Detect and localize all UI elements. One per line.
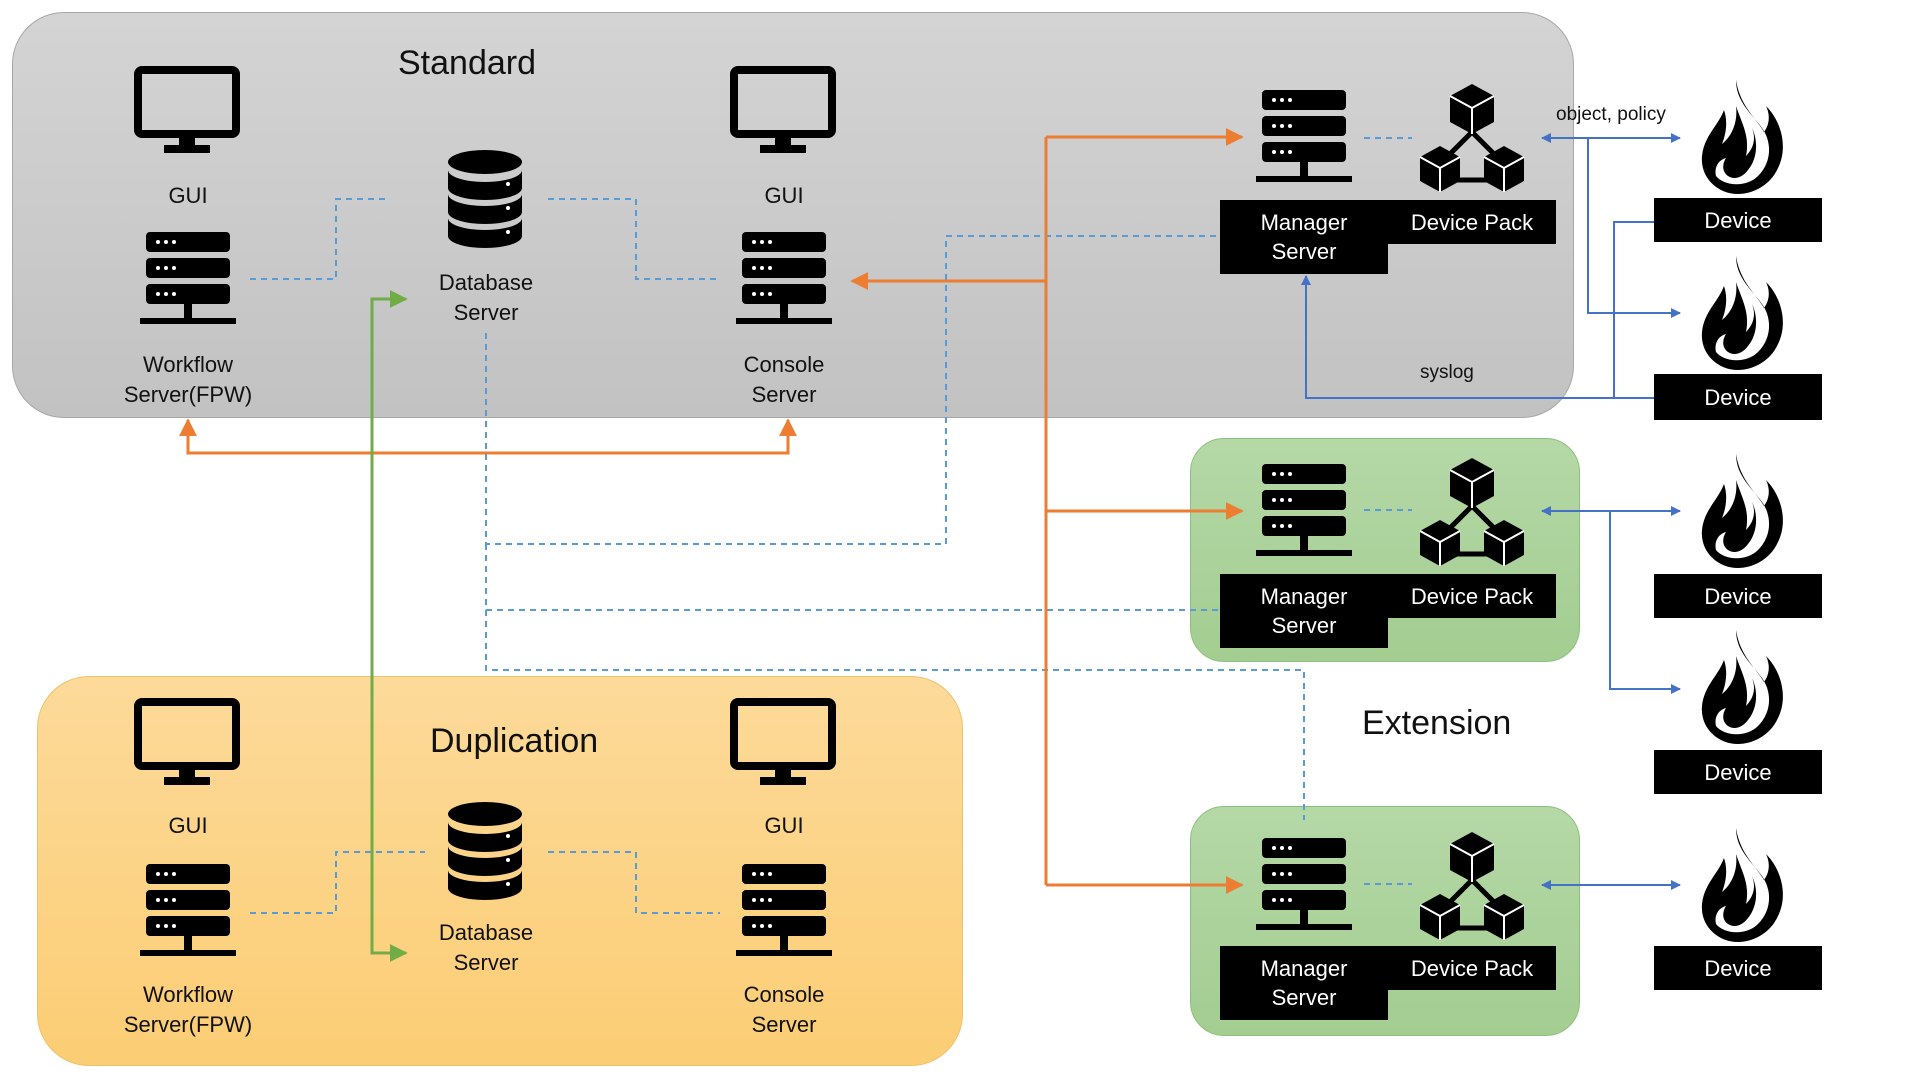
link-database-manager-2	[485, 544, 1224, 611]
device-pack-cubes-icon	[1419, 832, 1525, 940]
gui-label: GUI	[168, 813, 208, 838]
server-rack-icon	[1256, 464, 1352, 556]
manager-server-line-2: Server	[1271, 613, 1337, 638]
console-server-label: Console Server	[744, 980, 825, 1040]
workflow-server-line-1: Workflow	[142, 352, 234, 377]
gui-label: GUI	[168, 183, 208, 208]
manager-server-box: Manager Server	[1220, 574, 1388, 648]
database-server-line-2: Server	[453, 950, 519, 975]
firewall-flame-icon	[1701, 828, 1783, 942]
object-policy-label: object, policy	[1556, 104, 1666, 125]
database-server-label: Database Server	[439, 268, 533, 328]
database-server-line-2: Server	[453, 300, 519, 325]
workflow-server-line-1: Workflow	[142, 982, 234, 1007]
syslog-label: syslog	[1420, 362, 1474, 383]
gui-label: GUI	[764, 813, 804, 838]
device-box: Device	[1654, 374, 1822, 420]
manager-server-box: Manager Server	[1220, 200, 1388, 274]
gui-label: GUI	[764, 183, 804, 208]
console-server-line-2: Server	[751, 1012, 817, 1037]
device-box: Device	[1654, 574, 1822, 618]
console-server-label: Console Server	[744, 350, 825, 410]
device-box: Device	[1654, 750, 1822, 794]
monitor-icon	[134, 66, 240, 153]
workflow-server-label: Workflow Server(FPW)	[124, 980, 252, 1040]
device-pack-box: Device Pack	[1388, 946, 1556, 990]
workflow-server-line-2: Server(FPW)	[123, 382, 253, 407]
workflow-server-label: Workflow Server(FPW)	[124, 350, 252, 410]
database-server-label: Database Server	[439, 918, 533, 978]
console-server-line-2: Server	[751, 382, 817, 407]
database-icon	[448, 150, 522, 248]
link-workflow-console	[179, 418, 797, 455]
console-server-line-1: Console	[743, 352, 825, 377]
manager-server-line-1: Manager	[1260, 210, 1348, 235]
device-pack-cubes-icon	[1419, 458, 1525, 566]
server-rack-icon	[1256, 90, 1352, 182]
monitor-icon	[134, 698, 240, 785]
device-box: Device	[1654, 946, 1822, 990]
manager-server-line-1: Manager	[1260, 956, 1348, 981]
monitor-icon	[730, 698, 836, 785]
server-rack-icon	[140, 232, 236, 324]
device-box: Device	[1654, 198, 1822, 242]
duplication-title: Duplication	[430, 722, 599, 760]
extension-title: Extension	[1362, 704, 1512, 742]
workflow-server-line-2: Server(FPW)	[123, 1012, 253, 1037]
manager-server-line-2: Server	[1271, 985, 1337, 1010]
console-server-line-1: Console	[743, 982, 825, 1007]
server-rack-icon	[736, 232, 832, 324]
manager-server-box: Manager Server	[1220, 946, 1388, 1020]
manager-server-line-1: Manager	[1260, 584, 1348, 609]
device-pack-box: Device Pack	[1388, 574, 1556, 618]
server-rack-icon	[1256, 838, 1352, 930]
firewall-flame-icon	[1701, 256, 1783, 370]
standard-title: Standard	[398, 44, 536, 82]
database-server-line-1: Database	[438, 920, 534, 945]
server-rack-icon	[140, 864, 236, 956]
monitor-icon	[730, 66, 836, 153]
device-pack-cubes-icon	[1419, 84, 1525, 192]
manager-server-line-2: Server	[1271, 239, 1337, 264]
device-pack-box: Device Pack	[1388, 200, 1556, 244]
firewall-flame-icon	[1701, 454, 1783, 568]
database-server-line-1: Database	[438, 270, 534, 295]
database-icon	[448, 802, 522, 900]
firewall-flame-icon	[1701, 80, 1783, 194]
server-rack-icon	[736, 864, 832, 956]
firewall-flame-icon	[1701, 630, 1783, 744]
